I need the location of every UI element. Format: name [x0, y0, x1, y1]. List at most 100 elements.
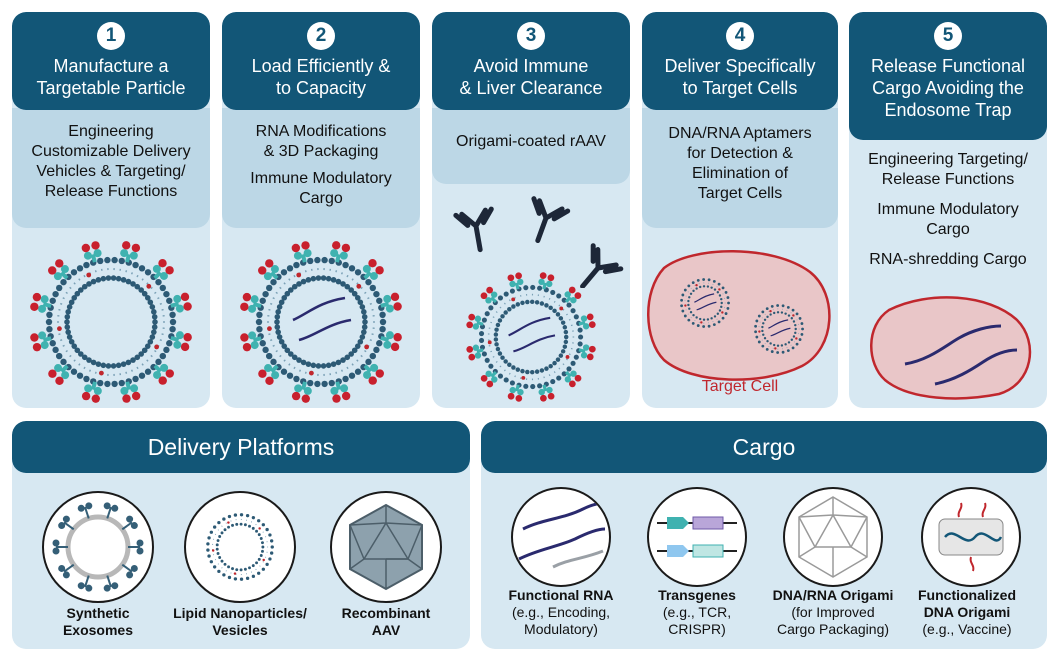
step-title-line: Load Efficiently & — [251, 56, 391, 76]
caption-line: (e.g., Encoding, — [511, 604, 611, 620]
cargo-caption-transgenes: Transgenes (e.g., TCR, CRISPR) — [617, 587, 777, 638]
dna-rna-origami-circle — [783, 487, 883, 587]
caption-line: (e.g., TCR, — [662, 604, 732, 620]
step-4-sub-line: for Detection & — [687, 145, 793, 162]
platform-caption-lnp: Lipid Nanoparticles/ Vesicles — [160, 605, 320, 639]
step-2-subtitle: RNA Modifications & 3D Packaging Immune … — [222, 108, 420, 228]
step-5-header: 5 Release Functional Cargo Avoiding the … — [849, 12, 1047, 140]
caption-line: Transgenes — [658, 587, 736, 603]
cargo-caption-functional-rna: Functional RNA (e.g., Encoding, Modulato… — [481, 587, 641, 638]
cargo-caption-origami: DNA/RNA Origami (for Improved Cargo Pack… — [753, 587, 913, 638]
step-number: 2 — [307, 22, 335, 50]
platform-caption-aav: Recombinant AAV — [306, 605, 466, 639]
step-2-header: 2 Load Efficiently & to Capacity — [222, 12, 420, 110]
step-title-line: to Capacity — [275, 78, 367, 98]
target-cell-label: Target Cell — [701, 378, 779, 395]
step-title-line: Endosome Trap — [884, 100, 1012, 120]
cargo-caption-functionalized-origami: Functionalized DNA Origami (e.g., Vaccin… — [887, 587, 1047, 638]
step-1-panel: Engineering Customizable Delivery Vehicl… — [12, 12, 210, 408]
aav-circle — [330, 491, 442, 603]
exosome-icon — [52, 502, 144, 592]
step-5-sub-line: Immune Modulatory — [877, 201, 1019, 218]
cargo-panel: Cargo — [481, 421, 1047, 649]
step-3-header: 3 Avoid Immune & Liver Clearance — [432, 12, 630, 110]
platform-caption-exosomes: Synthetic Exosomes — [18, 605, 178, 639]
aav-capsid-icon — [349, 503, 423, 591]
step-title: Load Efficiently & to Capacity — [222, 55, 420, 99]
lipid-nanoparticle-icon — [680, 278, 730, 328]
caption-line: Lipid Nanoparticles/ — [173, 605, 307, 621]
step-title-line: to Target Cells — [682, 78, 798, 98]
step-4-header: 4 Deliver Specifically to Target Cells — [642, 12, 838, 110]
caption-line: Vesicles — [212, 622, 268, 638]
step-5-sub-line: Release Functions — [881, 171, 1015, 188]
step-number: 1 — [97, 22, 125, 50]
caption-line: (e.g., Vaccine) — [922, 621, 1012, 637]
step-title-line: & Liver Clearance — [459, 78, 603, 98]
lipid-nanoparticle-icon — [466, 272, 596, 402]
lipid-nanoparticle-icon — [240, 241, 402, 403]
rna-strand-icon — [518, 501, 606, 569]
step-number: 3 — [517, 22, 545, 50]
step-3-sub-line: Origami-coated rAAV — [456, 133, 606, 150]
caption-line: Functional RNA — [508, 587, 614, 603]
lipid-nanoparticle-icon — [206, 513, 274, 581]
step-4-sub-line: DNA/RNA Aptamers — [668, 125, 812, 142]
antibody-icon — [580, 243, 624, 288]
caption-line: Modulatory) — [524, 621, 598, 637]
caption-line: AAV — [371, 622, 401, 638]
delivery-platforms-title: Delivery Platforms — [12, 421, 470, 473]
endosome-cell-icon — [870, 296, 1032, 400]
caption-line: Exosomes — [62, 622, 134, 638]
step-1-sub-line: Engineering — [68, 123, 154, 140]
lipid-nanoparticle-icon — [30, 241, 192, 403]
dna-origami-icon — [938, 502, 1004, 572]
step-5-sub-line: Engineering Targeting/ — [868, 151, 1028, 168]
step-title-line: Release Functional — [870, 56, 1026, 76]
step-5-sub-line: Cargo — [926, 221, 970, 238]
transgene-icon — [657, 516, 737, 558]
step-4-panel: DNA/RNA Aptamers for Detection & Elimina… — [642, 12, 838, 408]
step-title-line: Cargo Avoiding the — [872, 78, 1024, 98]
step-number: 5 — [934, 22, 962, 50]
transgenes-circle — [647, 487, 747, 587]
step-title-line: Targetable Particle — [36, 78, 186, 98]
step-1-sub-line: Customizable Delivery — [31, 143, 191, 160]
lipid-nanoparticle-icon — [754, 304, 804, 354]
caption-line: Functionalized — [918, 587, 1016, 603]
step-title: Deliver Specifically to Target Cells — [642, 55, 838, 99]
functional-rna-circle — [511, 487, 611, 587]
caption-line: (for Improved — [791, 604, 875, 620]
caption-line: DNA/RNA Origami — [772, 587, 894, 603]
caption-line: Synthetic — [66, 605, 130, 621]
step-title-line: Avoid Immune — [473, 56, 589, 76]
step-3-panel: Origami-coated rAAV 3 Avoid Immune & Liv… — [432, 12, 630, 408]
antibodies-icon — [453, 196, 624, 288]
exosome-circle — [42, 491, 154, 603]
step-1-sub-line: Vehicles & Targeting/ — [36, 163, 186, 180]
step-title-line: Manufacture a — [53, 56, 169, 76]
step-2-sub-line: RNA Modifications — [255, 123, 387, 140]
step-4-sub-line: Elimination of — [691, 165, 789, 182]
antibody-icon — [531, 196, 571, 244]
caption-line: Cargo Packaging) — [776, 621, 890, 637]
cargo-title: Cargo — [481, 421, 1047, 473]
dna-origami-icon — [798, 496, 868, 578]
step-5-subtitle: Engineering Targeting/ Release Functions… — [849, 150, 1047, 270]
step-5-sub-line: RNA-shredding Cargo — [869, 251, 1027, 268]
rna-strand-icon — [904, 324, 1018, 386]
delivery-platforms-panel: Delivery Platforms Synthetic Exosomes Li… — [12, 421, 470, 649]
step-4-subtitle: DNA/RNA Aptamers for Detection & Elimina… — [642, 108, 838, 228]
step-number: 4 — [726, 22, 754, 50]
step-2-sub-line: & 3D Packaging — [263, 143, 379, 160]
step-title: Avoid Immune & Liver Clearance — [432, 55, 630, 99]
step-1-header: 1 Manufacture a Targetable Particle — [12, 12, 210, 110]
step-5-panel: 5 Release Functional Cargo Avoiding the … — [849, 12, 1047, 408]
step-title: Manufacture a Targetable Particle — [12, 55, 210, 99]
caption-line: Recombinant — [341, 605, 431, 621]
step-2-sub-line: Cargo — [299, 190, 343, 207]
lipid-nanoparticle-circle — [184, 491, 296, 603]
step-2-sub-line: Immune Modulatory — [250, 170, 392, 187]
step-2-panel: RNA Modifications & 3D Packaging Immune … — [222, 12, 420, 408]
antibody-icon — [453, 206, 494, 253]
